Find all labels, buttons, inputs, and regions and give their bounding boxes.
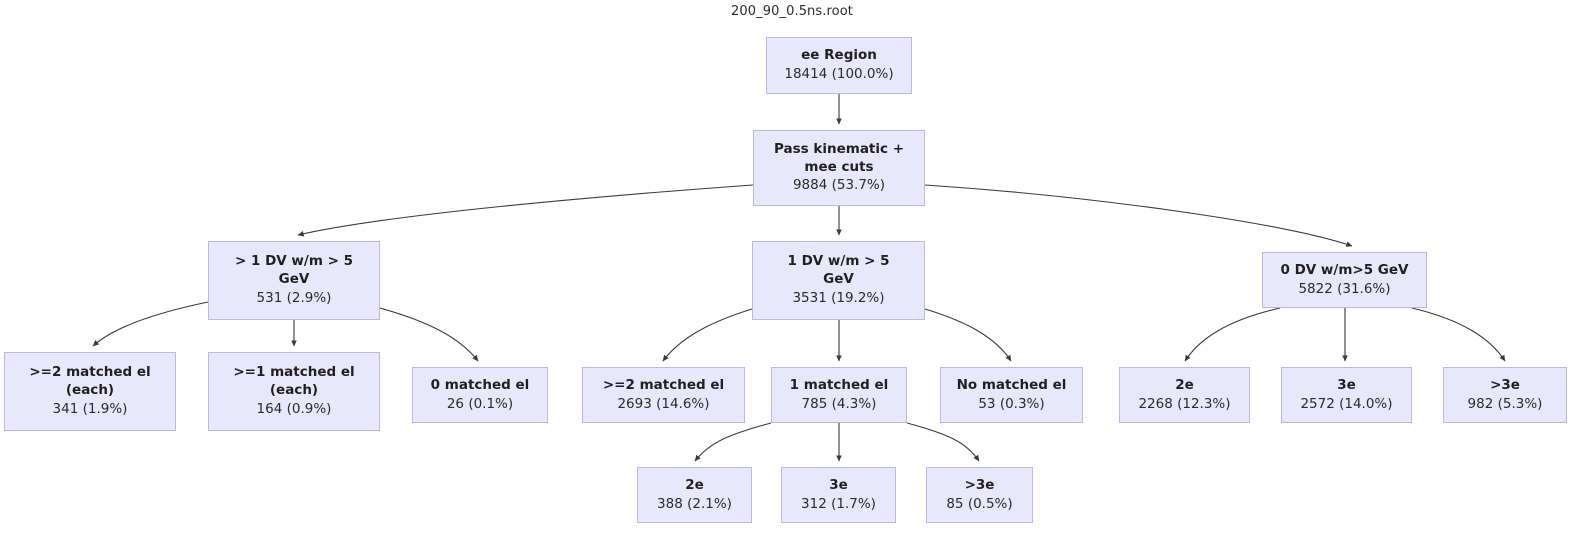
edge-gt1_dv-to-ge2_matched_each bbox=[92, 301, 209, 347]
node-one_matched_el[interactable]: 1 matched el 785 (4.3%) bbox=[771, 367, 907, 423]
node-stat: 9884 (53.7%) bbox=[792, 177, 886, 194]
node-label: >3e bbox=[1490, 376, 1520, 393]
edge-pass_kinematic-to-zero_dv bbox=[924, 184, 1353, 247]
node-ge2_matched_each[interactable]: >=2 matched el (each)341 (1.9%) bbox=[4, 352, 176, 431]
node-one_matched_2e[interactable]: 2e 388 (2.1%) bbox=[637, 467, 752, 523]
node-stat: 53 (0.3%) bbox=[978, 395, 1045, 412]
node-label: 2e bbox=[685, 476, 704, 493]
node-label: ee Region bbox=[801, 47, 877, 64]
node-label: 0 DV w/m>5 GeV bbox=[1280, 261, 1409, 278]
node-one_matched_gt3e[interactable]: >3e 85 (0.5%) bbox=[926, 467, 1033, 523]
node-zerodv_2e[interactable]: 2e 2268 (12.3%) bbox=[1119, 367, 1250, 423]
node-stat: 5822 (31.6%) bbox=[1298, 280, 1391, 297]
node-stat: 388 (2.1%) bbox=[657, 495, 732, 512]
node-label: 0 matched el bbox=[430, 376, 530, 393]
node-label: >=2 matched el (each) bbox=[29, 364, 151, 399]
edge-zero_dv-to-zerodv_gt3e bbox=[1411, 307, 1506, 362]
node-label: 3e bbox=[829, 476, 848, 493]
node-ge2_matched_el[interactable]: >=2 matched el 2693 (14.6%) bbox=[582, 367, 745, 423]
edge-one_matched_el-to-one_matched_gt3e bbox=[906, 422, 980, 462]
node-label: No matched el bbox=[956, 376, 1067, 393]
node-pass_kinematic[interactable]: Pass kinematic + mee cuts 9884 (53.7%) bbox=[753, 130, 925, 206]
node-ge1_matched_each[interactable]: >=1 matched el (each)164 (0.9%) bbox=[208, 352, 380, 431]
node-stat: 312 (1.7%) bbox=[801, 495, 876, 512]
node-one_matched_3e[interactable]: 3e 312 (1.7%) bbox=[781, 467, 896, 523]
node-stat: 85 (0.5%) bbox=[946, 495, 1013, 512]
node-label: >=2 matched el bbox=[602, 376, 725, 393]
node-stat: 531 (2.9%) bbox=[256, 289, 332, 306]
node-stat: 2572 (14.0%) bbox=[1300, 395, 1393, 412]
node-zerodv_3e[interactable]: 3e 2572 (14.0%) bbox=[1281, 367, 1412, 423]
node-label: Pass kinematic + mee cuts bbox=[773, 140, 905, 175]
node-stat: 785 (4.3%) bbox=[801, 395, 877, 412]
edge-pass_kinematic-to-gt1_dv bbox=[297, 184, 754, 237]
edge-one_dv-to-ge2_matched_el bbox=[662, 308, 753, 362]
node-label: 1 DV w/m > 5 GeV bbox=[787, 253, 890, 288]
edge-gt1_dv-to-zero_matched_el bbox=[379, 307, 479, 362]
diagram-title: 200_90_0.5ns.root bbox=[731, 4, 853, 19]
node-stat: 2693 (14.6%) bbox=[617, 395, 710, 412]
node-stat: 341 (1.9%) bbox=[52, 400, 128, 417]
node-stat: 3531 (19.2%) bbox=[792, 289, 885, 306]
node-no_matched_el[interactable]: No matched el 53 (0.3%) bbox=[940, 367, 1083, 423]
node-label: >=1 matched el (each) bbox=[233, 364, 355, 399]
node-ee_region[interactable]: ee Region 18414 (100.0%) bbox=[766, 37, 912, 94]
node-stat: 2268 (12.3%) bbox=[1138, 395, 1231, 412]
node-stat: 26 (0.1%) bbox=[446, 395, 514, 412]
edge-one_dv-to-no_matched_el bbox=[924, 308, 1012, 362]
node-stat: 164 (0.9%) bbox=[256, 400, 332, 417]
node-label: > 1 DV w/m > 5 GeV bbox=[234, 253, 354, 288]
node-stat: 18414 (100.0%) bbox=[784, 66, 894, 82]
node-label: 3e bbox=[1337, 376, 1356, 393]
node-label: >3e bbox=[964, 476, 995, 493]
node-stat: 982 (5.3%) bbox=[1467, 395, 1543, 412]
node-label: 1 matched el bbox=[789, 376, 889, 393]
node-zerodv_gt3e[interactable]: >3e 982 (5.3%) bbox=[1443, 367, 1567, 423]
edge-zero_dv-to-zerodv_2e bbox=[1184, 307, 1281, 362]
node-label: 2e bbox=[1175, 376, 1194, 393]
node-zero_matched_el[interactable]: 0 matched el 26 (0.1%) bbox=[412, 367, 548, 423]
node-zero_dv[interactable]: 0 DV w/m>5 GeV 5822 (31.6%) bbox=[1262, 252, 1427, 308]
edge-one_matched_el-to-one_matched_2e bbox=[694, 422, 772, 462]
